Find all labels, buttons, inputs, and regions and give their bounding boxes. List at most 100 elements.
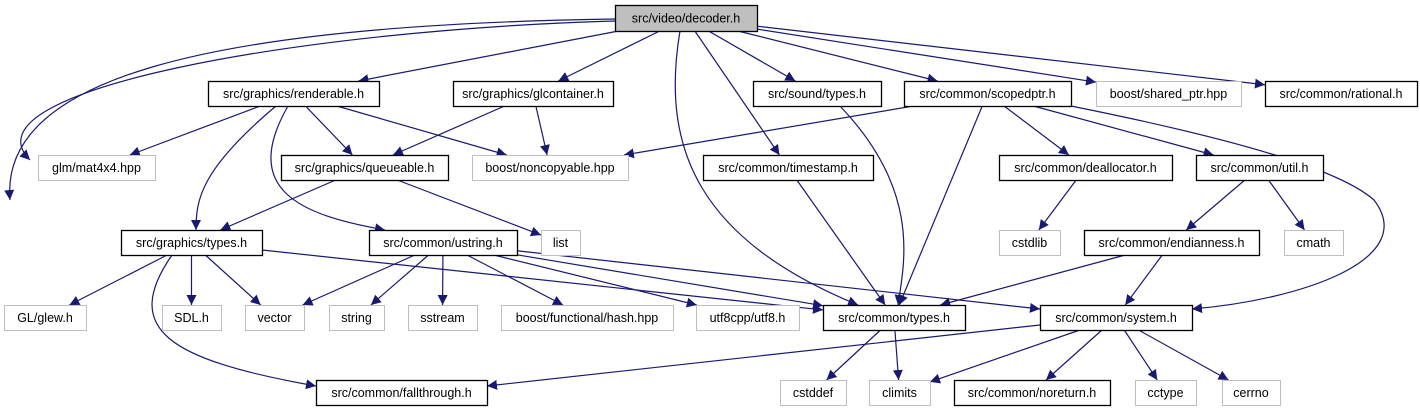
node-label: glm/mat4x4.hpp bbox=[52, 161, 141, 175]
node-ctypes[interactable]: src/common/types.h bbox=[822, 304, 967, 332]
node-label: src/common/endianness.h bbox=[1099, 236, 1245, 250]
edge-queueable-to-list bbox=[396, 179, 542, 237]
edge-soundtypes-to-ctypes bbox=[839, 105, 905, 306]
node-label: string bbox=[341, 311, 372, 325]
node-label: src/common/system.h bbox=[1055, 311, 1177, 325]
node-mat4x4: glm/mat4x4.hpp bbox=[38, 155, 156, 181]
node-sdl: SDL.h bbox=[162, 305, 222, 331]
node-box bbox=[207, 80, 381, 108]
node-box bbox=[998, 154, 1174, 182]
node-fallthrough[interactable]: src/common/fallthrough.h bbox=[315, 379, 489, 407]
node-label: utf8cpp/utf8.h bbox=[710, 311, 786, 325]
edge-endianness-to-system bbox=[1124, 254, 1163, 306]
node-list: list bbox=[541, 230, 581, 256]
edge-decoder-to-vector bbox=[4, 18, 616, 201]
node-cstdlib: cstdlib bbox=[999, 230, 1061, 256]
node-box bbox=[869, 380, 931, 406]
node-label: list bbox=[553, 236, 569, 250]
edge-scopedptr-to-system bbox=[1070, 105, 1385, 314]
node-queueable[interactable]: src/graphics/queueable.h bbox=[280, 154, 450, 182]
node-util[interactable]: src/common/util.h bbox=[1195, 154, 1325, 182]
node-scopedptr[interactable]: src/common/scopedptr.h bbox=[903, 80, 1073, 108]
edge-system-to-cctype bbox=[1123, 329, 1158, 381]
node-label: boost/noncopyable.hpp bbox=[485, 161, 614, 175]
node-label: cctype bbox=[1147, 386, 1183, 400]
edge-decoder-to-sharedptr bbox=[756, 28, 1097, 86]
node-label: src/graphics/queueable.h bbox=[295, 161, 435, 175]
node-ustring[interactable]: src/common/ustring.h bbox=[368, 229, 519, 257]
edge-system-to-fallthrough bbox=[486, 324, 1041, 390]
node-box bbox=[280, 154, 450, 182]
edge-ustring-to-string bbox=[370, 254, 429, 306]
node-label: climits bbox=[882, 386, 917, 400]
edge-deallocator-to-cstdlib bbox=[1038, 179, 1077, 231]
node-label: src/common/rational.h bbox=[1280, 87, 1403, 101]
node-utf8: utf8cpp/utf8.h bbox=[696, 305, 800, 331]
node-vector: vector bbox=[245, 305, 305, 331]
node-label: boost/shared_ptr.hpp bbox=[1110, 87, 1227, 101]
node-box bbox=[752, 80, 883, 108]
edge-glcontainer-to-noncopyable bbox=[535, 105, 550, 156]
node-box bbox=[501, 305, 674, 331]
edge-queueable-to-gtypes bbox=[220, 179, 336, 231]
node-deallocator[interactable]: src/common/deallocator.h bbox=[998, 154, 1174, 182]
node-label: cmath bbox=[1296, 236, 1330, 250]
edge-util-to-cmath bbox=[1268, 179, 1305, 231]
node-box bbox=[614, 4, 759, 33]
node-box bbox=[4, 305, 87, 331]
node-box bbox=[120, 229, 264, 257]
node-label: src/common/timestamp.h bbox=[718, 161, 858, 175]
node-noncopyable: boost/noncopyable.hpp bbox=[472, 155, 629, 181]
node-box bbox=[999, 230, 1061, 256]
edge-decoder-to-rational bbox=[756, 25, 1266, 89]
edge-renderable-to-gtypes bbox=[191, 105, 277, 231]
node-box bbox=[1039, 304, 1194, 332]
node-box bbox=[329, 305, 385, 331]
edge-scopedptr-to-noncopyable bbox=[623, 105, 914, 159]
node-box bbox=[1096, 81, 1242, 107]
edge-glcontainer-to-queueable bbox=[392, 105, 505, 156]
edge-scopedptr-to-ctypes bbox=[898, 105, 983, 306]
edge-ustring-to-hash bbox=[466, 254, 564, 306]
node-endianness[interactable]: src/common/endianness.h bbox=[1083, 229, 1261, 257]
node-box bbox=[1135, 380, 1197, 406]
edge-gtypes-to-vector bbox=[204, 254, 262, 306]
node-glcontainer[interactable]: src/graphics/glcontainer.h bbox=[452, 80, 615, 108]
node-cmath: cmath bbox=[1284, 230, 1344, 256]
nodes: src/video/decoder.h src/graphics/renderab… bbox=[4, 4, 1419, 407]
node-sstream: sstream bbox=[408, 305, 478, 331]
edge-ustring-to-utf8 bbox=[493, 254, 697, 308]
node-box bbox=[472, 155, 629, 181]
node-label: src/sound/types.h bbox=[768, 87, 866, 101]
node-box bbox=[368, 229, 519, 257]
node-label: src/common/noreturn.h bbox=[968, 386, 1097, 400]
node-system[interactable]: src/common/system.h bbox=[1039, 304, 1194, 332]
node-timestamp[interactable]: src/common/timestamp.h bbox=[702, 154, 875, 182]
edge-util-to-endianness bbox=[1185, 179, 1246, 231]
node-label: src/common/fallthrough.h bbox=[331, 386, 471, 400]
node-label: SDL.h bbox=[174, 311, 209, 325]
node-box bbox=[822, 304, 967, 332]
node-noreturn[interactable]: src/common/noreturn.h bbox=[953, 379, 1112, 407]
node-label: src/graphics/renderable.h bbox=[223, 87, 364, 101]
node-box bbox=[541, 230, 581, 256]
node-glew: GL/glew.h bbox=[4, 305, 87, 331]
edge-gtypes-to-glew bbox=[69, 254, 168, 306]
edge-decoder-to-renderable bbox=[358, 30, 619, 85]
node-rational[interactable]: src/common/rational.h bbox=[1264, 80, 1419, 108]
node-label: sstream bbox=[420, 311, 464, 325]
node-soundtypes[interactable]: src/sound/types.h bbox=[752, 80, 883, 108]
node-box bbox=[408, 305, 478, 331]
node-box bbox=[1284, 230, 1344, 256]
edge-scopedptr-to-deallocator bbox=[1003, 105, 1070, 156]
node-label: cstddef bbox=[793, 386, 834, 400]
node-box bbox=[1083, 229, 1261, 257]
node-renderable[interactable]: src/graphics/renderable.h bbox=[207, 80, 381, 108]
node-label: src/common/util.h bbox=[1211, 161, 1309, 175]
node-gtypes[interactable]: src/graphics/types.h bbox=[120, 229, 264, 257]
edge-decoder-to-scopedptr bbox=[737, 30, 938, 84]
edge-system-to-climits bbox=[929, 329, 1081, 384]
node-sharedptr: boost/shared_ptr.hpp bbox=[1096, 81, 1242, 107]
node-decoder[interactable]: src/video/decoder.h bbox=[614, 4, 759, 33]
